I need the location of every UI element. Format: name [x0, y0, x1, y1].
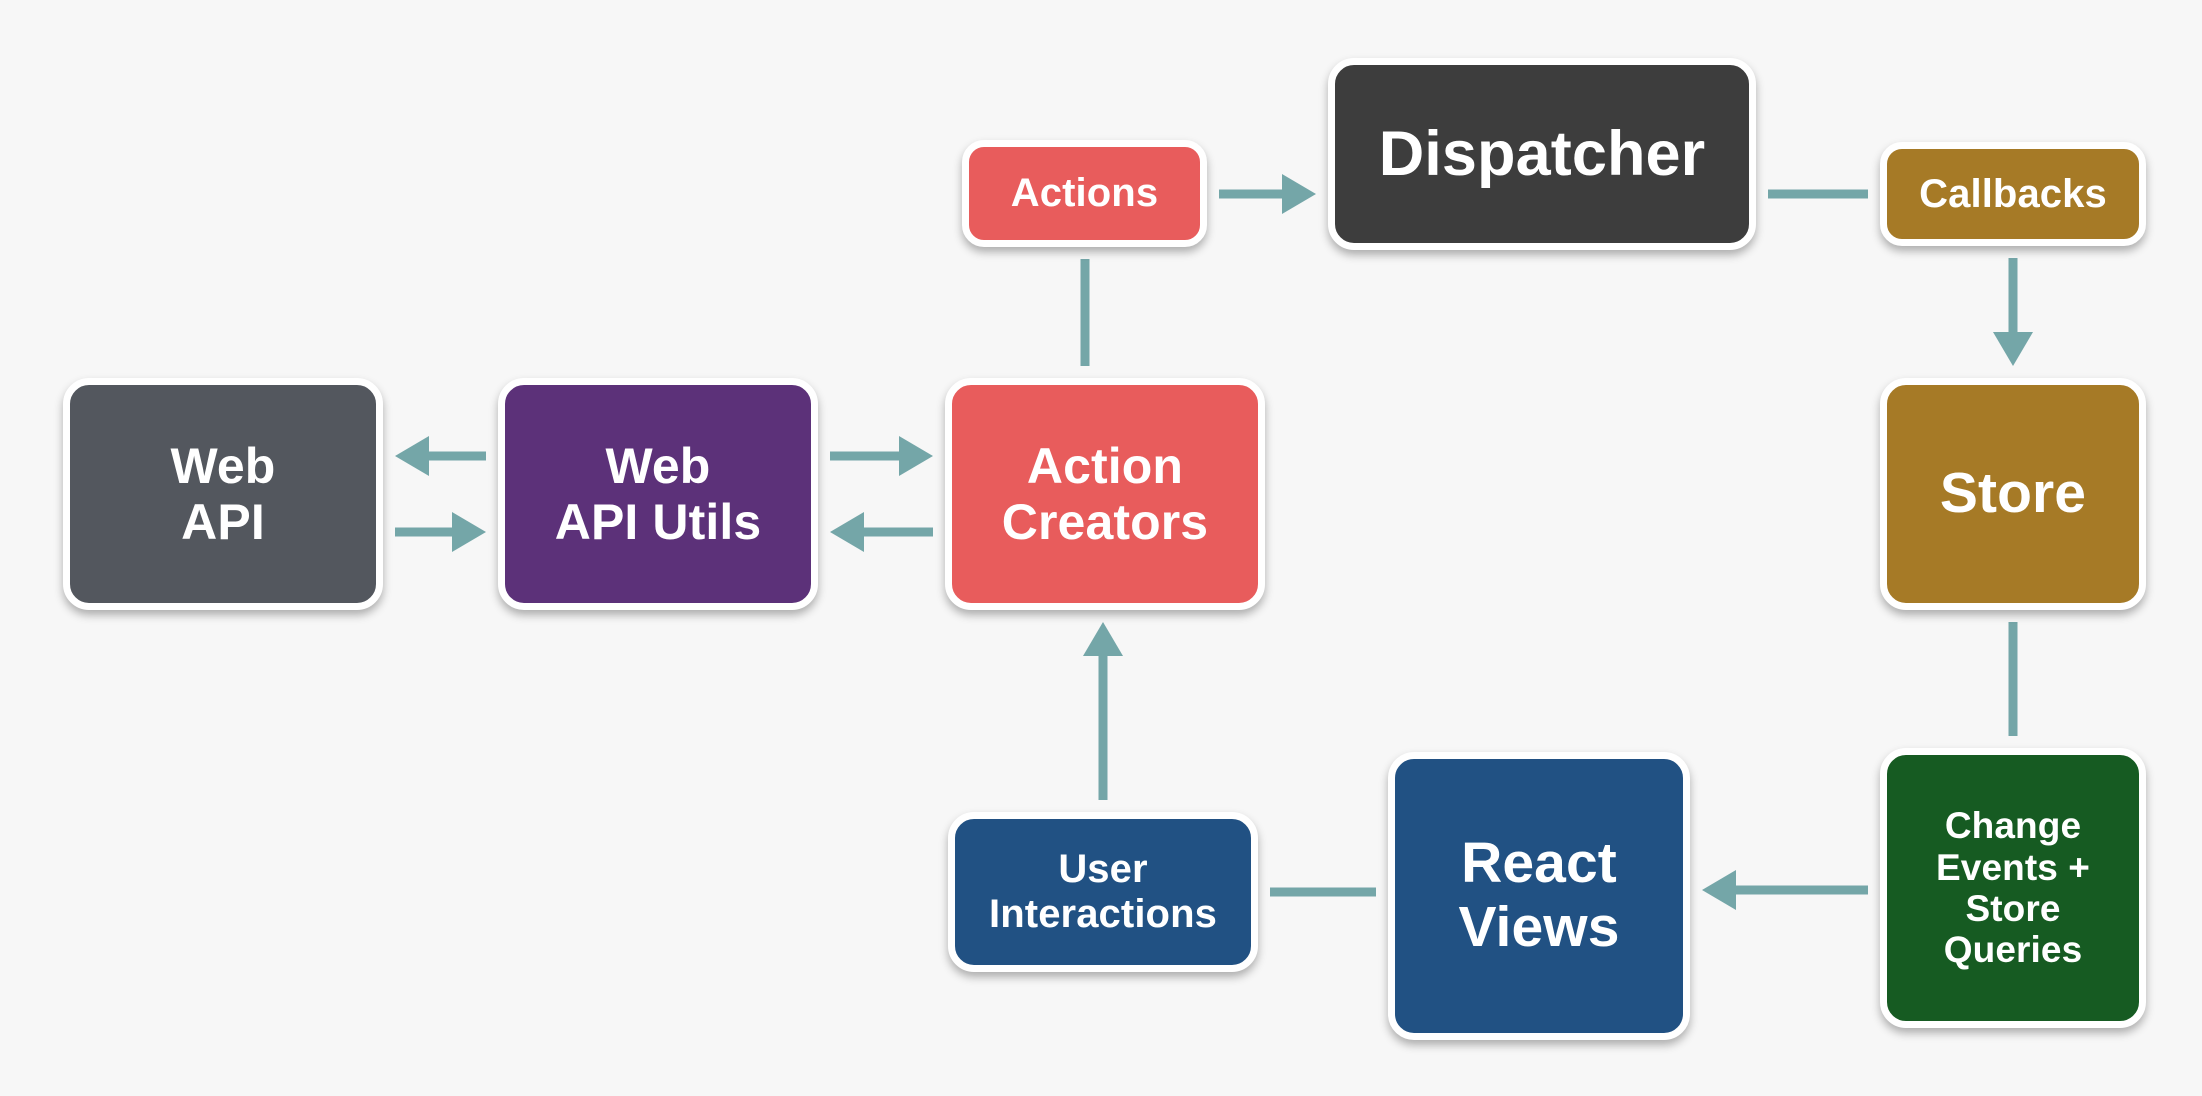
node-action-creators-label: Action Creators — [1001, 438, 1209, 550]
node-store[interactable]: Store — [1880, 378, 2146, 610]
node-actions[interactable]: Actions — [962, 140, 1207, 247]
arrowhead-callbacks-to-store — [1993, 332, 2033, 366]
node-web-api-utils-label: Web API Utils — [554, 438, 762, 550]
arrowhead-actions-to-dispatcher — [1282, 174, 1316, 214]
node-user-interactions-label: User Interactions — [989, 847, 1217, 936]
node-action-creators[interactable]: Action Creators — [945, 378, 1265, 610]
node-web-api-label: Web API — [170, 438, 276, 550]
arrowhead-web-api-utils-to-web-api — [395, 436, 429, 476]
node-callbacks[interactable]: Callbacks — [1880, 142, 2146, 246]
node-change-events-store-queries[interactable]: Change Events + Store Queries — [1880, 748, 2146, 1028]
node-store-label: Store — [1939, 461, 2087, 526]
node-actions-label: Actions — [1010, 171, 1159, 216]
arrowhead-user-interactions-to-action-creators — [1083, 622, 1123, 656]
node-web-api-utils[interactable]: Web API Utils — [498, 378, 818, 610]
node-change-events-store-queries-label: Change Events + Store Queries — [1935, 805, 2091, 971]
node-react-views-label: React Views — [1458, 831, 1620, 959]
node-callbacks-label: Callbacks — [1919, 171, 2107, 216]
arrowhead-web-api-to-web-api-utils — [452, 512, 486, 552]
arrowhead-change-events-to-react-views — [1702, 870, 1736, 910]
node-dispatcher-label: Dispatcher — [1378, 118, 1706, 189]
node-react-views[interactable]: React Views — [1388, 752, 1690, 1040]
node-user-interactions[interactable]: User Interactions — [948, 812, 1258, 972]
node-dispatcher[interactable]: Dispatcher — [1328, 58, 1756, 250]
arrowhead-web-api-utils-to-action-creators — [899, 436, 933, 476]
node-web-api[interactable]: Web API — [63, 378, 383, 610]
arrowhead-action-creators-to-web-api-utils — [830, 512, 864, 552]
